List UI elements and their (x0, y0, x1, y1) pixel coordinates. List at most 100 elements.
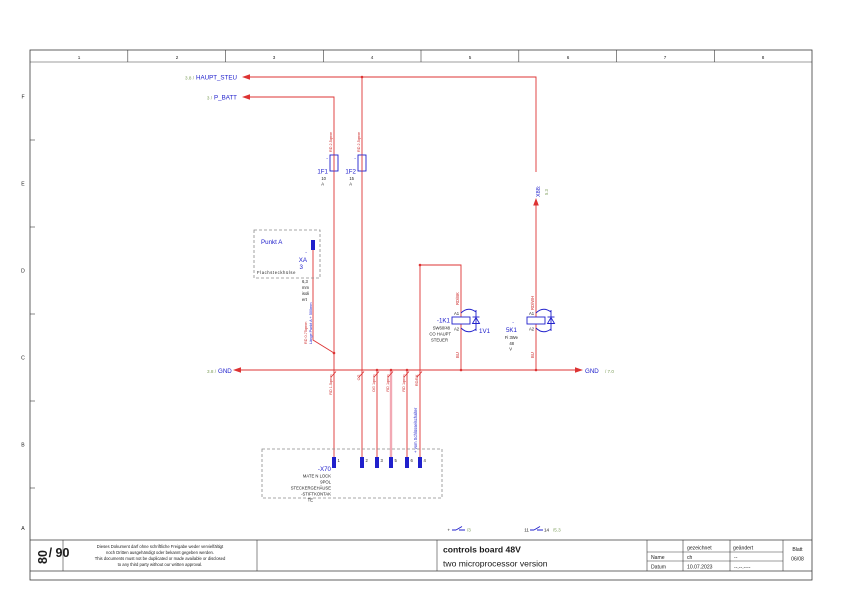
xa-number: 3 (300, 264, 304, 271)
wire-xa3 (312, 250, 335, 354)
fuse-1f2: - 1F2 15 A RD 2.5qmm (345, 132, 367, 187)
fuse-wire-label: RD 2.5qmm (329, 132, 333, 152)
connector-desc-2: 9POL (320, 480, 331, 485)
connector-pin-icon (375, 457, 379, 468)
gnd-right-label: GND (585, 368, 599, 375)
wire-label: OG 1qmm (372, 375, 376, 393)
sheet-border (29, 49, 813, 581)
wire-definition-labels: RD 1.5qmm OG OG 1qmm RD 1qmm RD 1qmm RD/… (329, 374, 419, 395)
row-name-label: Name (651, 555, 665, 561)
connector-x70: 1 2 3 5 6 4 -X70 MATE N LOCK 9POL STECKE… (261, 407, 443, 503)
p-batt-label: P_BATT (214, 95, 237, 102)
haupt-ref: 3.8 / (185, 76, 195, 81)
disclaimer-line-4: to any third party without our written a… (118, 562, 203, 567)
row-label: E (21, 182, 25, 188)
column-label: 3 (273, 55, 276, 60)
fuse-unit: A (321, 182, 324, 187)
wire-key-switch (419, 264, 462, 457)
column-label: 8 (762, 55, 765, 60)
wire-label: RD 1.5qmm (329, 375, 333, 395)
diode-name: 1V1 (479, 328, 491, 335)
connector-pin-icon (418, 457, 422, 468)
pin-number: 2 (366, 458, 369, 463)
xa-size-1: 6,3 (302, 279, 308, 284)
relay-name: 5K1 (506, 327, 518, 334)
relay-unit: V (509, 347, 512, 352)
wire-label: RD 1qmm (402, 375, 406, 392)
fuse-1f1: - 1F1 10 A RD 2.5qmm (317, 132, 339, 187)
column-label: 6 (567, 55, 570, 60)
relay-prefix: - (512, 320, 514, 326)
wire-definition-ticks (330, 371, 423, 378)
fuse-name: 1F2 (345, 169, 356, 176)
arrow-x88 (533, 198, 539, 206)
xa-wire-color: RD 0.75qmm (304, 322, 308, 344)
contact-right-ref: /5.3 (553, 528, 561, 533)
datum-gezeichnet-value: 10.07.2023 (687, 565, 713, 571)
wire-label-in: RD/BK (455, 292, 460, 305)
arrow-haupt-steu (242, 74, 250, 80)
disclaimer-line-1: Dieses Dokument darf ohne schriftliche F… (97, 544, 224, 549)
pin-number: 6 (411, 458, 414, 463)
arrow-gnd-left (233, 367, 241, 373)
coil-a2: A2 (454, 327, 460, 332)
xa-size-3: isoli (302, 291, 309, 296)
terminal-pin-icon (311, 240, 315, 250)
contact-right-terminal-a: 11 (524, 528, 529, 533)
title-block: 80 / 90 Dieses Dokument darf ohne schrif… (30, 539, 812, 572)
column-label: 7 (664, 55, 667, 60)
pin-number: 4 (424, 458, 427, 463)
relay-type: Fi 3We (505, 335, 519, 340)
row-label: F (21, 95, 24, 101)
pin-number: 1 (338, 458, 341, 463)
punkt-a-title: Punkt A (261, 239, 283, 246)
relay-type: SW60/48 (433, 326, 451, 331)
wire-label: OG (357, 374, 361, 380)
xa-desc: Flachsteckhülse (257, 270, 296, 275)
relay-function-2: STEUER (431, 338, 448, 343)
diode-symbol (546, 316, 556, 324)
connector-desc-3: STECKERGEHÄUSE (291, 486, 331, 491)
wire-label-out: BU (530, 352, 535, 358)
contact-cross-references: + /3 11 14 /5.3 (447, 526, 561, 533)
key-switch-note: + vom Schlüsselschalter (413, 407, 418, 453)
name-gezeichnet-value: ch (687, 555, 693, 561)
fuse-name: 1F1 (317, 169, 328, 176)
gnd-left-label: GND (218, 368, 232, 375)
relay-1k1: A1 A2 -1K1 SW60/48 CO HAUPT STEUER 1V1 R… (429, 292, 490, 358)
arrow-gnd-right (575, 367, 583, 373)
fuse-prefix: - (354, 156, 356, 162)
wire-label: RD/BK (415, 374, 419, 386)
coil-a1: A1 (529, 311, 535, 316)
xa-size-2: mm (302, 285, 309, 290)
connector-desc-1: MATE N LOCK (303, 474, 331, 479)
contact-symbol-icon (452, 526, 465, 531)
xa-prefix: - (305, 250, 307, 256)
coil-a2: A2 (529, 327, 535, 332)
row-label: D (21, 269, 25, 275)
diode-symbol (471, 316, 481, 324)
connector-name: -X70 (318, 466, 332, 473)
x88-label: X88: (536, 185, 542, 197)
blatt-value: 06/08 (791, 557, 804, 563)
col-gezeichnet: gezeichnet (687, 546, 712, 552)
datum-geaendert-value: --.--.---- (734, 565, 751, 571)
name-geaendert-value: -- (734, 555, 738, 561)
coil-a1: A1 (454, 311, 460, 316)
net-labels: 3.8 / HAUPT_STEU 3 / P_BATT 3.8 / GND GN… (185, 75, 614, 376)
relay-5k1: A1 A2 - 5K1 Fi 3We 48 V RD/WH BU (505, 296, 556, 358)
haupt-label: HAUPT_STEU (196, 75, 237, 82)
connector-pin-icon (360, 457, 364, 468)
col-geaendert: geändert (733, 546, 754, 552)
blatt-label: Blatt (792, 547, 803, 553)
gnd-right-ref: / 7.0 (605, 369, 614, 374)
contact-right-terminal-b: 14 (544, 528, 550, 533)
wire-label: RD 1qmm (386, 375, 390, 392)
relay-name: -1K1 (437, 318, 451, 325)
wires (233, 74, 583, 457)
x88-ref: 5.3 (544, 189, 549, 195)
wire-label-in: RD/WH (530, 296, 535, 310)
doc-number-rotated-1: 80 (36, 550, 50, 564)
